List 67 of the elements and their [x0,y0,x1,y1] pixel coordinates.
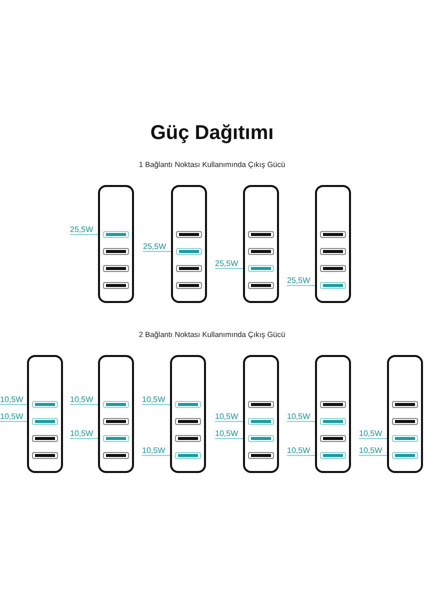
power-label: 10,5W [359,446,382,454]
usb-port [103,418,129,425]
power-label: 25,5W [70,224,94,234]
charger-body [387,355,423,473]
usb-port [392,418,418,425]
power-label: 10,5W [215,428,238,438]
power-label: 10,5W [70,428,94,438]
usb-port [320,282,346,289]
usb-port [248,282,274,289]
charger-body [98,185,134,303]
power-label: 10,5W [142,446,166,454]
charger-body [171,185,207,303]
power-label: 10,5W [0,394,24,404]
usb-port [392,435,418,442]
usb-port [176,231,202,238]
charger-body [315,355,351,473]
usb-port [32,401,58,408]
usb-port [175,401,201,408]
usb-port [248,401,274,408]
power-label: 10,5W [70,394,94,404]
usb-port [32,435,58,442]
usb-port [103,265,129,272]
power-label: 25,5W [143,242,166,250]
usb-port [320,265,346,272]
usb-port [103,282,129,289]
usb-port [175,418,201,425]
usb-port [175,435,201,442]
usb-port [103,435,129,442]
power-label: 10,5W [0,412,24,420]
power-label: 10,5W [215,412,238,420]
usb-port [320,401,346,408]
usb-port [103,452,129,459]
usb-port [320,231,346,238]
usb-port [176,282,202,289]
usb-port [248,265,274,272]
usb-port [103,231,129,238]
power-label: 25,5W [215,258,238,268]
charger-body [243,185,279,303]
charger-body [27,355,63,473]
usb-port [103,248,129,255]
power-label: 25,5W [287,276,310,284]
power-label: 10,5W [287,412,310,420]
charger-body [315,185,351,303]
charger-body [98,355,134,473]
usb-port [320,452,346,459]
usb-port [248,231,274,238]
usb-port [32,418,58,425]
power-label: 10,5W [142,394,166,404]
usb-port [175,452,201,459]
usb-port [248,418,274,425]
usb-port [176,248,202,255]
usb-port [248,435,274,442]
title: Güç Dağıtımı [149,122,275,145]
usb-port [392,401,418,408]
usb-port [248,452,274,459]
usb-port [320,418,346,425]
power-label: 10,5W [359,428,382,438]
charger-body [243,355,279,473]
charger-body [170,355,206,473]
usb-port [320,435,346,442]
usb-port [392,452,418,459]
usb-port [103,401,129,408]
usb-port [320,248,346,255]
usb-port [32,452,58,459]
power-label: 10,5W [287,446,310,454]
usb-port [176,265,202,272]
usb-port [248,248,274,255]
